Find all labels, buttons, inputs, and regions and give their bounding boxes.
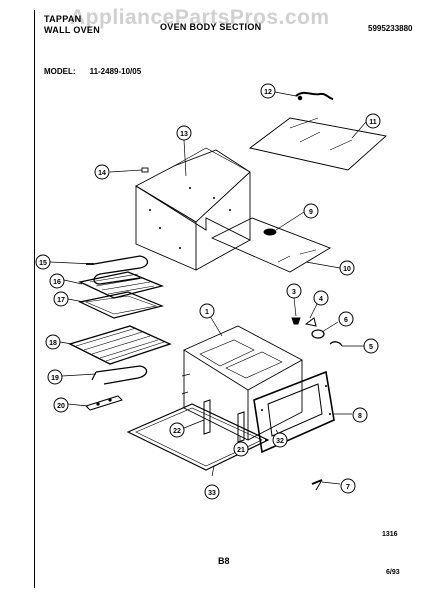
oven-rack-part — [68, 325, 172, 365]
callout-8: 8 — [352, 407, 368, 423]
brand-name: TAPPAN — [44, 14, 82, 24]
oven-wrapper-part — [135, 147, 251, 271]
leader-lines — [49, 91, 367, 485]
callout-7: 7 — [340, 478, 356, 494]
svg-text:8: 8 — [358, 413, 362, 420]
page-frame — [34, 10, 413, 588]
part-number: 5995233880 — [368, 24, 413, 33]
callout-1: 1 — [199, 303, 215, 319]
svg-text:1: 1 — [205, 309, 209, 316]
model-number: 11-2489-10/05 — [89, 67, 142, 76]
callout-13: 13 — [176, 125, 192, 141]
callout-3: 3 — [286, 283, 302, 299]
callout-6-upper: 6 — [338, 311, 354, 327]
callout-32: 32 — [272, 432, 288, 448]
clip-part — [141, 167, 149, 173]
bracket-part — [85, 395, 123, 411]
wire-harness-part — [295, 91, 334, 101]
svg-text:19: 19 — [51, 375, 59, 382]
svg-text:10: 10 — [343, 266, 351, 273]
svg-text:33: 33 — [208, 490, 216, 497]
svg-text:22: 22 — [173, 428, 181, 435]
callout-4: 4 — [313, 290, 329, 306]
callout-22: 22 — [169, 422, 185, 438]
oven-bottom-part — [126, 403, 270, 471]
callout-5: 5 — [363, 338, 379, 354]
broiler-grid-part — [77, 271, 165, 299]
model-label: MODEL: — [44, 67, 76, 76]
top-panel-part — [248, 117, 387, 171]
bottom-panel-part — [210, 217, 332, 273]
front-frame-part — [253, 370, 335, 454]
svg-text:20: 20 — [57, 403, 65, 410]
callout-33: 33 — [204, 484, 220, 500]
svg-text:3: 3 — [292, 289, 296, 296]
callout-18: 18 — [45, 334, 61, 350]
svg-text:16: 16 — [53, 279, 61, 286]
svg-text:21: 21 — [237, 447, 245, 454]
figure-code: 1316 — [382, 531, 398, 538]
screw-part — [311, 479, 323, 491]
callout-20: 20 — [53, 397, 69, 413]
revision-date: 6/93 — [386, 569, 400, 576]
svg-text:9: 9 — [309, 209, 313, 216]
callout-bubbles: 12 11 13 14 9 10 — [35, 83, 381, 500]
svg-text:15: 15 — [39, 260, 47, 267]
model-line: MODEL: 11-2489-10/05 — [44, 67, 155, 76]
svg-text:17: 17 — [57, 297, 65, 304]
page-number: B8 — [218, 556, 230, 566]
section-title: OVEN BODY SECTION — [160, 22, 262, 32]
product-type: WALL OVEN — [44, 25, 101, 35]
hinge-left-part — [203, 399, 211, 435]
callout-9: 9 — [303, 203, 319, 219]
callout-17: 17 — [53, 291, 69, 307]
hardware-parts — [291, 317, 343, 347]
callout-15: 15 — [35, 254, 51, 270]
callout-12: 12 — [260, 83, 276, 99]
svg-text:13: 13 — [180, 131, 188, 138]
callout-16: 16 — [49, 273, 65, 289]
broil-element-part — [86, 255, 149, 285]
callout-21: 21 — [233, 441, 249, 457]
oven-liner-part — [181, 325, 303, 441]
callout-10: 10 — [339, 260, 355, 276]
svg-text:6: 6 — [344, 317, 348, 324]
callout-11: 11 — [365, 113, 381, 129]
callout-14: 14 — [94, 164, 110, 180]
svg-text:5: 5 — [369, 344, 373, 351]
bake-element-part — [91, 365, 148, 385]
svg-text:12: 12 — [264, 89, 272, 96]
callout-19: 19 — [47, 369, 63, 385]
svg-text:4: 4 — [319, 296, 323, 303]
broiler-pan-part — [78, 291, 164, 319]
svg-text:11: 11 — [369, 119, 377, 126]
svg-text:7: 7 — [346, 484, 350, 491]
svg-text:32: 32 — [276, 438, 284, 445]
hinge-right-part — [237, 411, 245, 443]
brand-block: TAPPAN WALL OVEN — [44, 14, 100, 36]
svg-text:18: 18 — [49, 340, 57, 347]
svg-text:14: 14 — [98, 170, 106, 177]
watermark: AppliancePartsPros.com — [70, 6, 330, 29]
